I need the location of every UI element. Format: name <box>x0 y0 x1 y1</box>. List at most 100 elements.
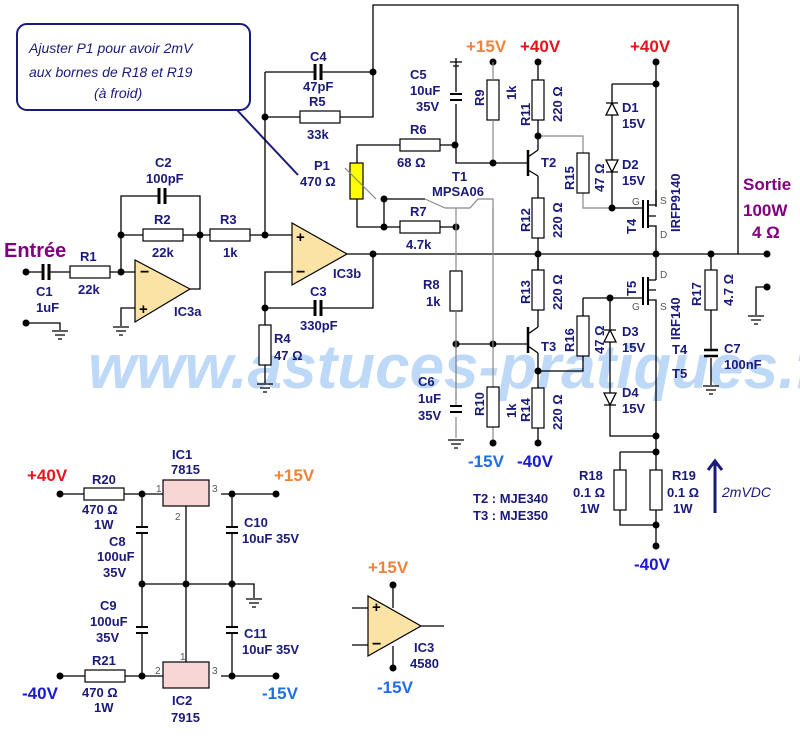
svg-text:D: D <box>660 230 667 241</box>
svg-text:G: G <box>632 197 640 208</box>
d2-value: 15V <box>622 173 645 188</box>
r20-power: 1W <box>94 517 114 532</box>
svg-text:−: − <box>140 264 149 281</box>
note-line-1: Ajuster P1 pour avoir 2mV <box>28 40 194 56</box>
zener-d3 <box>602 328 618 343</box>
r19-name: R19 <box>672 468 696 483</box>
r18-power: 1W <box>580 501 600 516</box>
svg-text:S: S <box>660 302 667 313</box>
svg-text:−: − <box>372 636 381 653</box>
d1-name: D1 <box>622 100 639 115</box>
note-line-3: (à froid) <box>94 85 142 101</box>
t2-type-note: T2 : MJE340 <box>473 491 548 506</box>
rail-plus40-right: +40V <box>630 37 671 56</box>
resistor-r2 <box>142 228 184 242</box>
input-label: Entrée <box>4 240 66 262</box>
resistor-r1 <box>69 265 111 279</box>
capacitor-c2 <box>157 188 167 204</box>
potentiometer-p1[interactable] <box>349 162 364 200</box>
svg-text:1: 1 <box>180 652 186 663</box>
c4-name: C4 <box>310 49 327 64</box>
t1-name: T1 <box>452 169 467 184</box>
capacitor-c1 <box>41 264 51 280</box>
adjust-note-callout: Ajuster P1 pour avoir 2mV aux bornes de … <box>16 23 299 176</box>
ic3b-name: IC3b <box>333 266 361 281</box>
transistor-t1 <box>424 198 494 400</box>
resistor-r7 <box>399 220 441 234</box>
resistor-r3 <box>209 228 251 242</box>
capacitor-c7 <box>704 348 718 358</box>
t4-name: T4 <box>624 218 639 234</box>
zener-d1 <box>604 101 620 116</box>
resistor-r17 <box>704 269 718 311</box>
r21-power: 1W <box>94 700 114 715</box>
t3-name: T3 <box>541 339 556 354</box>
r4-name: R4 <box>274 331 291 346</box>
capacitor-c5 <box>450 93 462 101</box>
c5-value: 10uF <box>410 83 440 98</box>
r14-name: R14 <box>518 397 533 422</box>
c6-voltage: 35V <box>418 408 441 423</box>
r20-name: R20 <box>92 472 116 487</box>
capacitor-c3 <box>313 300 323 316</box>
watermark: www.astuces-pratiques.fr <box>88 333 800 402</box>
d4-name: D4 <box>622 385 639 400</box>
r9-value: 1k <box>504 85 519 100</box>
c11-value: 10uF 35V <box>242 642 299 657</box>
resistor-r5 <box>299 110 341 124</box>
resistor-r19 <box>649 469 663 511</box>
svg-text:2: 2 <box>175 512 181 523</box>
c1-name: C1 <box>36 284 53 299</box>
svg-text:2: 2 <box>155 666 161 677</box>
c2-name: C2 <box>155 155 172 170</box>
resistor-r6 <box>399 138 441 152</box>
c7-name: C7 <box>724 341 741 356</box>
r3-value: 1k <box>223 245 238 260</box>
d2-name: D2 <box>622 157 639 172</box>
capacitor-c8 <box>136 526 148 534</box>
opamp-ic3 <box>367 594 423 658</box>
resistor-r15 <box>576 152 590 194</box>
resistor-r8 <box>449 270 463 312</box>
psu-rail-minus40: -40V <box>22 684 59 703</box>
regulator-ic1 <box>162 479 210 507</box>
bias-measure: 2mVDC <box>721 484 772 500</box>
c8-voltage: 35V <box>103 565 126 580</box>
svg-text:+: + <box>296 229 305 246</box>
r6-name: R6 <box>410 122 427 137</box>
p1-name: P1 <box>314 158 330 173</box>
r18-name: R18 <box>579 468 603 483</box>
r10-name: R10 <box>472 392 487 416</box>
r16-value: 47 Ω <box>592 326 607 355</box>
ic3-value: 4580 <box>410 656 439 671</box>
r18-value: 0.1 Ω <box>573 485 605 500</box>
t4t5-note-t4: T4 <box>672 342 688 357</box>
t3-type-note: T3 : MJE350 <box>473 508 548 523</box>
t5-name: T5 <box>624 281 639 296</box>
resistor-r16 <box>576 315 590 357</box>
d4-value: 15V <box>622 401 645 416</box>
ic1-value: 7815 <box>171 462 200 477</box>
r5-value: 33k <box>307 127 329 142</box>
arrow-up-icon <box>706 458 724 513</box>
ic3a-name: IC3a <box>174 304 202 319</box>
c7-value: 100nF <box>724 357 762 372</box>
c8-value: 100uF <box>97 549 135 564</box>
d3-name: D3 <box>622 324 639 339</box>
c1-value: 1uF <box>36 300 59 315</box>
c8-name: C8 <box>109 534 126 549</box>
capacitor-c6 <box>450 405 462 413</box>
zener-d2 <box>604 159 620 174</box>
zener-d4 <box>602 392 618 407</box>
svg-text:G: G <box>632 302 640 313</box>
r12-name: R12 <box>518 208 533 232</box>
resistor-r20 <box>83 487 125 501</box>
resistor-r10 <box>486 386 500 428</box>
t5-value: IRF140 <box>668 297 683 340</box>
output-label: Sortie <box>743 175 791 194</box>
rail-minus40-right: -40V <box>634 555 671 574</box>
r15-name: R15 <box>562 166 577 190</box>
c5-name: C5 <box>410 67 427 82</box>
